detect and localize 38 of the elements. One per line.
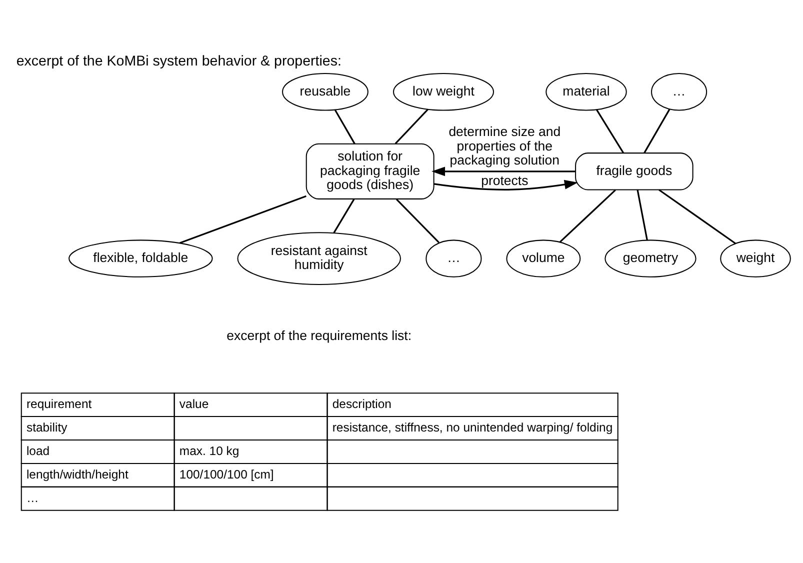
node-ellipse: resistant against humidity: [237, 232, 401, 284]
edge-label: protects: [481, 172, 528, 188]
connector: [334, 109, 356, 144]
node-ellipse: reusable: [282, 72, 368, 110]
label: load: [26, 443, 50, 458]
arrow: [434, 179, 578, 190]
label: …: [26, 490, 39, 504]
label: max. 10 kg: [179, 443, 240, 458]
label: stability: [26, 420, 68, 434]
node-ellipse: volume: [506, 239, 581, 277]
connector: [636, 189, 648, 240]
connector: [394, 108, 429, 144]
node-box: solution for packaging fragile goods (dishes): [306, 142, 434, 199]
label: length/width/height: [26, 466, 128, 481]
label: value: [179, 396, 209, 410]
connector: [396, 198, 440, 242]
connector: [644, 108, 670, 153]
diagram-title: excerpt of the KoMBi system behavior & properties:: [16, 53, 342, 70]
connector: [596, 108, 624, 153]
connector: [560, 188, 616, 242]
label: 100/100/100 [cm]: [179, 466, 274, 481]
node-ellipse: low weight: [393, 72, 494, 110]
connector: [333, 198, 355, 233]
connector: [180, 194, 306, 244]
node-ellipse: flexible, foldable: [68, 239, 213, 277]
label: resistance, stiffness, no unintended warping/ folding: [332, 420, 613, 434]
label: excerpt of the requirements list:: [226, 327, 412, 342]
arrow: [432, 166, 576, 176]
node-box: fragile goods: [575, 152, 694, 190]
node-ellipse: …: [651, 72, 708, 110]
edge-label: determine size and properties of the packaging solution: [448, 124, 561, 168]
node-ellipse: geometry: [604, 239, 696, 277]
label: description: [332, 396, 392, 410]
node-ellipse: weight: [720, 239, 791, 277]
node-ellipse: material: [546, 72, 627, 110]
connector: [658, 188, 736, 244]
label: requirement: [26, 396, 92, 410]
node-ellipse: …: [426, 239, 482, 277]
